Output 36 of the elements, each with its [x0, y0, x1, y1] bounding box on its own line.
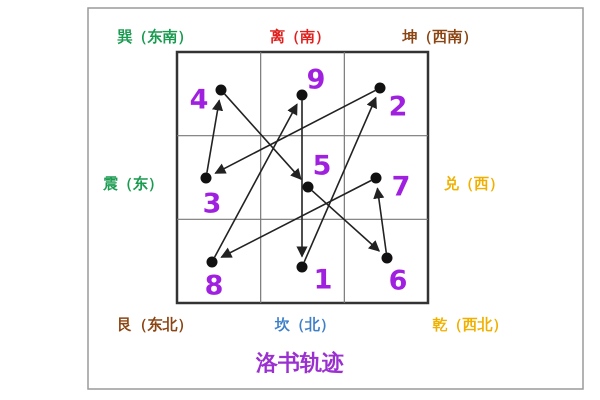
dot — [206, 256, 218, 268]
direction-label: 坤（西南） — [402, 28, 478, 46]
number: 4 — [190, 86, 208, 114]
dot — [302, 182, 314, 192]
dot — [374, 82, 386, 94]
arrow — [296, 100, 308, 258]
number: 9 — [306, 66, 326, 94]
title: 洛书轨迹 — [256, 350, 344, 378]
arrow — [220, 180, 372, 258]
dot — [382, 252, 392, 264]
arrow — [312, 190, 380, 252]
arrow — [224, 94, 302, 180]
direction-label: 巽（东南） — [118, 28, 192, 46]
arrow — [206, 99, 224, 173]
direction-label: 坎（北） — [275, 316, 335, 334]
direction-label: 离（南） — [270, 28, 330, 46]
dot — [216, 84, 226, 96]
arrow — [373, 187, 388, 253]
direction-label: 艮（东北） — [118, 316, 192, 334]
dot — [370, 172, 382, 184]
number: 8 — [204, 272, 224, 300]
number: 5 — [312, 152, 332, 180]
dot — [296, 90, 308, 100]
number: 1 — [314, 266, 332, 294]
number: 7 — [392, 174, 410, 200]
arrow — [214, 103, 298, 258]
direction-label: 震（东） — [103, 174, 163, 194]
direction-label: 兑（西） — [444, 174, 504, 194]
dot — [296, 262, 308, 272]
direction-label: 乾（西北） — [432, 316, 508, 334]
number: 2 — [388, 94, 408, 120]
number: 3 — [202, 190, 222, 218]
number: 6 — [388, 268, 408, 294]
dot — [200, 172, 212, 184]
arrow — [214, 90, 376, 174]
arrow — [303, 96, 377, 262]
